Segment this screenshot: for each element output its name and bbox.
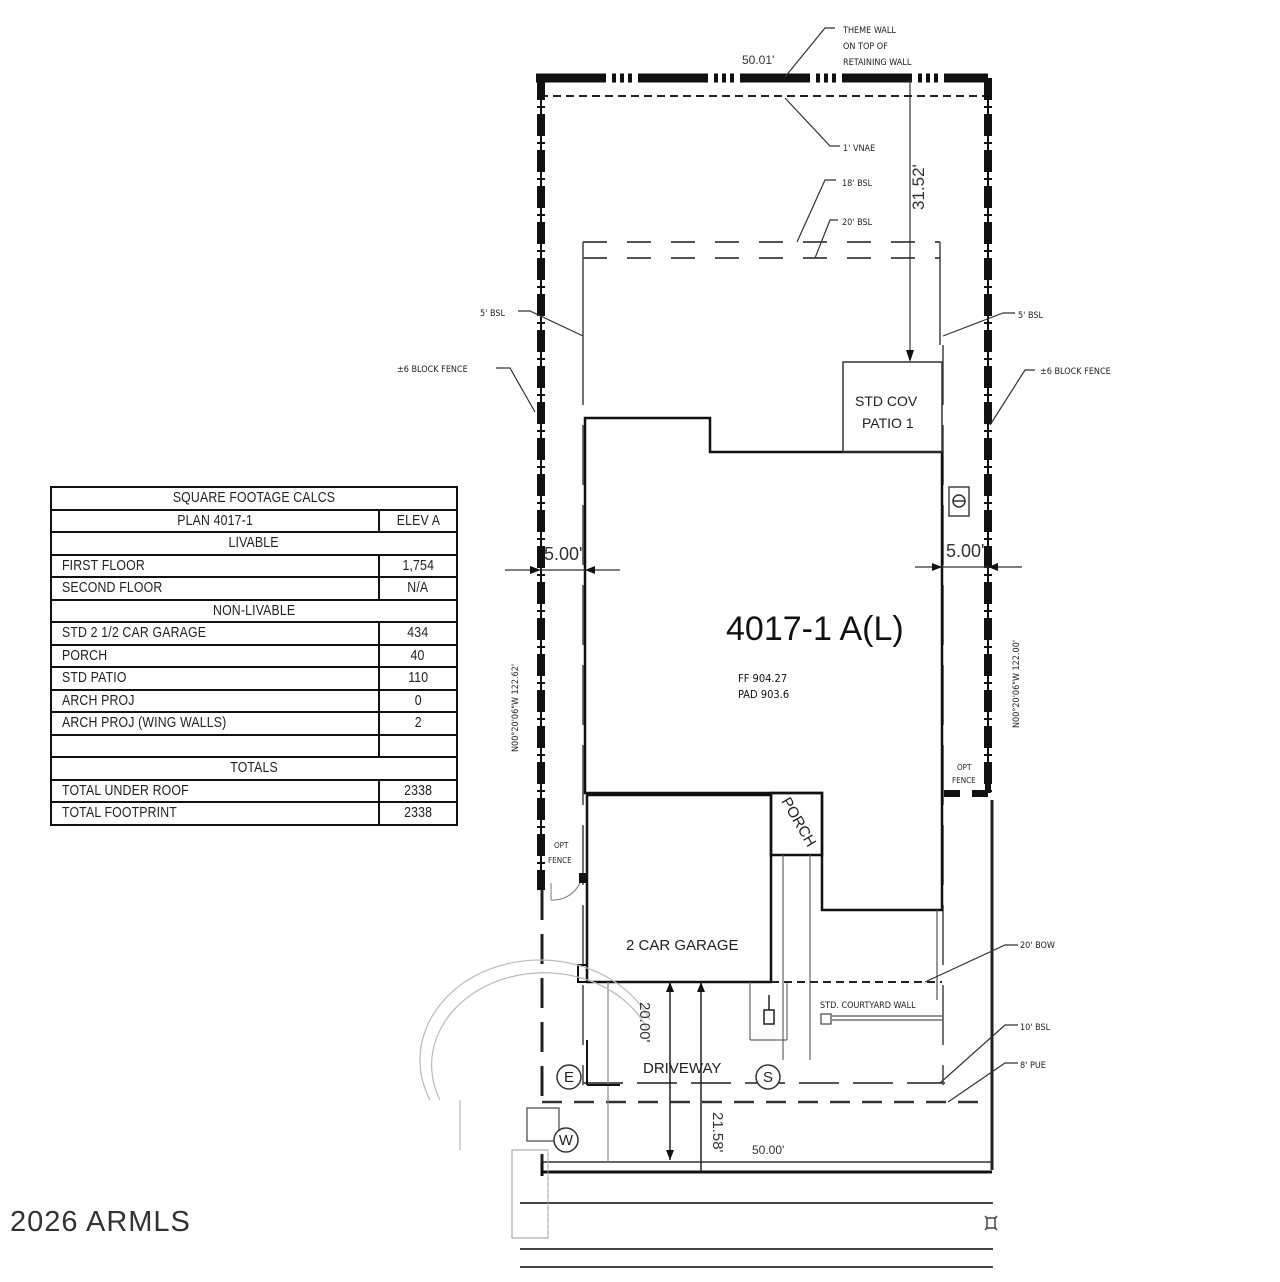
non-livable-header: NON-LIVABLE [50, 598, 458, 623]
vnae-label: 1' VNAE [843, 144, 875, 154]
row-label [50, 733, 380, 758]
left-bearing-label: N00°20'06"W 122.62' [511, 664, 521, 752]
rear-setback-dimension: 31.52' [909, 164, 928, 210]
electric-symbol-label: E [564, 1069, 574, 1086]
driveway-depth-dimension: 20.00' [636, 1002, 653, 1043]
totals-header: TOTALS [50, 756, 458, 781]
opt-fence-right-label-2: FENCE [952, 776, 976, 785]
courtyard-wall-label: STD. COURTYARD WALL [820, 1001, 916, 1011]
street-lines [511, 1149, 993, 1268]
sewer-utility-icon: S [755, 1064, 781, 1090]
garage [585, 793, 773, 984]
dimension-lines [505, 80, 1022, 1172]
table-row: FIRST FLOOR 1,754 [50, 553, 458, 578]
table-row: ARCH PROJ 0 [50, 688, 458, 713]
opt-fence-left-label-1: OPT [554, 841, 569, 850]
theme-wall-label-3: RETAINING WALL [843, 58, 912, 68]
water-utility-icon: W [526, 1107, 579, 1153]
row-label: TOTAL FOOTPRINT [50, 801, 380, 826]
bsl-20-label: 20' BSL [842, 218, 873, 228]
front-setback-dimension: 21.58' [709, 1112, 726, 1153]
fire-hydrant-icon [984, 1215, 998, 1231]
table-row: PORCH 40 [50, 643, 458, 668]
water-symbol-label: W [559, 1132, 574, 1149]
finished-floor-label: FF 904.27 [738, 672, 787, 685]
right-bearing-label: N00°20'06"W 122.00' [1012, 640, 1022, 728]
right-side-dimension: 5.00' [946, 541, 984, 561]
driveway-label: DRIVEWAY [643, 1060, 721, 1077]
patio-label-2: PATIO 1 [862, 415, 914, 431]
table-row: STD PATIO 110 [50, 666, 458, 691]
row-value: 110 [378, 666, 458, 691]
row-label: FIRST FLOOR [50, 553, 380, 578]
porch [769, 791, 824, 857]
row-label: PORCH [50, 643, 380, 668]
pue-8-label: 8' PUE [1020, 1061, 1046, 1071]
rear-width-dimension: 50.01' [742, 53, 774, 67]
table-row [50, 733, 458, 758]
row-value: 40 [378, 643, 458, 668]
theme-wall-rear [536, 73, 988, 97]
covered-patio [842, 361, 943, 453]
driveway-lines [419, 959, 651, 1162]
house-footprint [583, 416, 944, 912]
opt-fence-left [537, 873, 587, 901]
block-fence-right-label: ±6 BLOCK FENCE [1040, 367, 1111, 377]
row-value: N/A [378, 576, 458, 601]
lot-plan-label: 4017-1 A(L) [726, 610, 904, 648]
copyright-watermark: 2026 ARMLS [10, 1206, 191, 1238]
bsl-5-right-label: 5' BSL [1018, 311, 1043, 321]
electric-utility-icon: E [556, 1064, 582, 1090]
row-value: 2338 [378, 801, 458, 826]
livable-header: LIVABLE [50, 531, 458, 556]
row-label: TOTAL UNDER ROOF [50, 778, 380, 803]
square-footage-table: SQUARE FOOTAGE CALCS PLAN 4017-1 ELEV A … [50, 486, 458, 826]
table-row: TOTAL FOOTPRINT 2338 [50, 801, 458, 826]
table-row: STD 2 1/2 CAR GARAGE 434 [50, 621, 458, 646]
row-value: 2338 [378, 778, 458, 803]
theme-wall-label-1: THEME WALL [842, 26, 896, 36]
row-label: ARCH PROJ (WING WALLS) [50, 711, 380, 736]
table-row: ARCH PROJ (WING WALLS) 2 [50, 711, 458, 736]
opt-fence-right-label-1: OPT [957, 763, 972, 772]
bsl-18-label: 18' BSL [842, 179, 873, 189]
bow-20-label: 20' BOW [1020, 941, 1055, 951]
elevation-cell: ELEV A [378, 508, 458, 533]
row-label: ARCH PROJ [50, 688, 380, 713]
row-label: STD 2 1/2 CAR GARAGE [50, 621, 380, 646]
opt-fence-right [944, 777, 991, 797]
plan-name-cell: PLAN 4017-1 [50, 508, 380, 533]
row-value: 1,754 [378, 553, 458, 578]
bsl-10-label: 10' BSL [1020, 1023, 1051, 1033]
sewer-symbol-label: S [763, 1069, 773, 1086]
rear-setback-lines [582, 241, 944, 1085]
meter-icon [948, 486, 970, 517]
block-fence-left [537, 78, 545, 1170]
row-value: 434 [378, 621, 458, 646]
block-fence-left-label: ±6 BLOCK FENCE [397, 365, 468, 375]
bsl-5-left-label: 5' BSL [480, 309, 505, 319]
block-fence-right [984, 78, 994, 1170]
table-row: SECOND FLOOR N/A [50, 576, 458, 601]
table-title: SQUARE FOOTAGE CALCS [50, 486, 458, 511]
theme-wall-label-2: ON TOP OF [843, 42, 888, 52]
garage-label: 2 CAR GARAGE [626, 937, 739, 954]
front-width-dimension: 50.00' [752, 1143, 784, 1157]
row-value: 0 [378, 688, 458, 713]
pad-elevation-label: PAD 903.6 [738, 688, 789, 701]
left-side-dimension: 5.00' [544, 544, 582, 564]
row-value: 2 [378, 711, 458, 736]
row-label: STD PATIO [50, 666, 380, 691]
porch-label: PORCH [778, 795, 820, 850]
row-value [378, 733, 458, 758]
opt-fence-left-label-2: FENCE [548, 856, 572, 865]
patio-label-1: STD COV [855, 393, 918, 409]
leader-lines [496, 27, 1035, 1103]
row-label: SECOND FLOOR [50, 576, 380, 601]
table-row: TOTAL UNDER ROOF 2338 [50, 778, 458, 803]
